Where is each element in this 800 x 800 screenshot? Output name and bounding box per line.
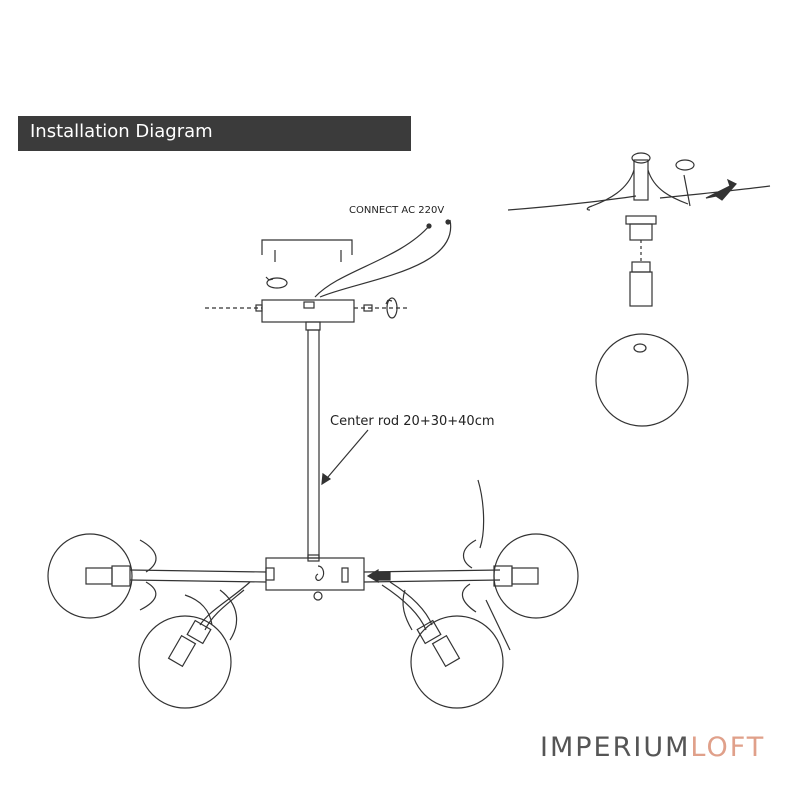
- brand-part1: IMPERIUM: [540, 732, 691, 763]
- center-rod-label: Center rod 20+30+40cm: [330, 414, 495, 429]
- insert-arrow: [705, 178, 737, 201]
- page-title: Installation Diagram: [30, 121, 213, 142]
- power-wire: [319, 219, 452, 298]
- canopy: [261, 299, 355, 323]
- center-rod: [307, 329, 320, 559]
- globe-left-bottom: [138, 615, 232, 709]
- rotate-icon: [265, 276, 288, 289]
- arm-left-top: [129, 569, 267, 573]
- center-body: [265, 557, 365, 591]
- globe-right-bottom: [410, 615, 504, 709]
- ceiling-bracket: [261, 239, 353, 262]
- detail-bulb-holder: [507, 152, 771, 307]
- rotate-icon: [675, 159, 695, 171]
- header-bar: Installation Diagram: [18, 116, 411, 151]
- brand-part2: LOFT: [690, 732, 766, 763]
- globe-left-top: [47, 533, 133, 619]
- power-wire: [314, 224, 431, 298]
- detail-globe: [595, 333, 689, 427]
- globe-right-top: [493, 533, 579, 619]
- insert-arrow: [366, 568, 391, 584]
- connect-label: CONNECT AC 220V: [349, 205, 444, 216]
- rotate-icon: [385, 297, 398, 319]
- brand-logo: IMPERIUMLOFT: [540, 732, 765, 763]
- arm-right-top: [363, 569, 501, 573]
- rotate-icon: [315, 565, 325, 581]
- center-rod-callout: [321, 429, 369, 485]
